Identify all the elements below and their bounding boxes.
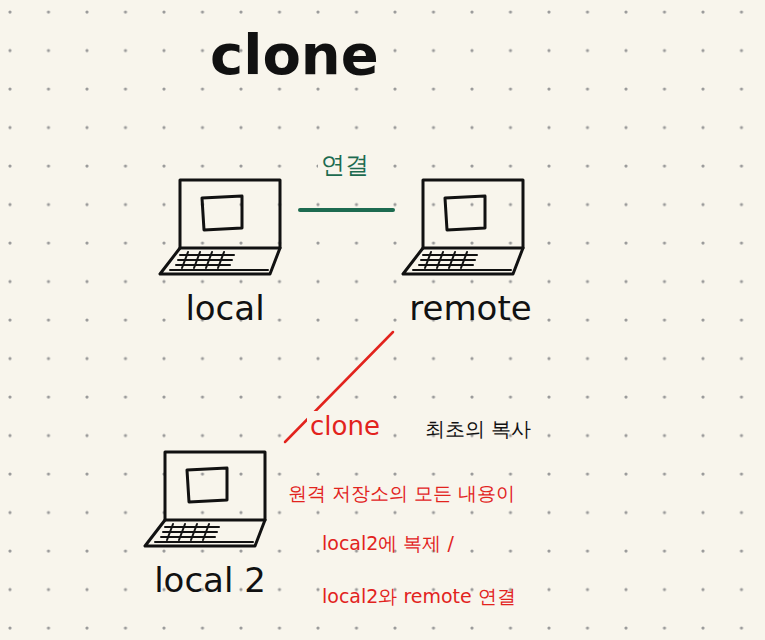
keyboard-key [161,536,215,538]
keyboard-key [423,254,477,256]
laptop-icon [150,170,290,280]
laptop-base [170,269,268,271]
keyboard-key [180,254,234,256]
keyboard-key [165,526,219,528]
edge-label: clone [307,411,383,441]
keyboard-key [421,259,475,261]
node-label: local 2 [135,560,285,600]
laptop-screen [423,180,523,248]
annotation: 최초의 복사 [425,416,531,443]
connector-line [285,332,393,442]
keyboard-key [419,264,473,266]
node-label: local [150,288,300,328]
laptop-screen [165,452,265,520]
laptop-icon [393,170,533,280]
edge-label: 연결 [318,149,372,181]
keyboard-key [163,531,217,533]
laptop-window [445,196,485,230]
connector-line [300,208,393,212]
note: local2에 복제 / [322,531,454,557]
keyboard-key [178,259,232,261]
laptop-base [413,269,511,271]
laptop-base [155,541,253,543]
laptop-icon [135,442,275,552]
node-label: remote [393,288,548,328]
laptop-screen [180,180,280,248]
laptop-window [187,468,227,502]
note: local2와 remote 연결 [322,584,516,610]
laptop-node: local [150,170,300,332]
laptop-node: local 2 [135,442,285,604]
keyboard-key [176,264,230,266]
note: 원격 저장소의 모든 내용이 [288,481,515,507]
laptop-base [160,248,280,274]
laptop-base [403,248,523,274]
title: clone [210,22,379,87]
laptop-node: remote [393,170,548,332]
laptop-window [202,196,242,230]
laptop-base [145,520,265,546]
